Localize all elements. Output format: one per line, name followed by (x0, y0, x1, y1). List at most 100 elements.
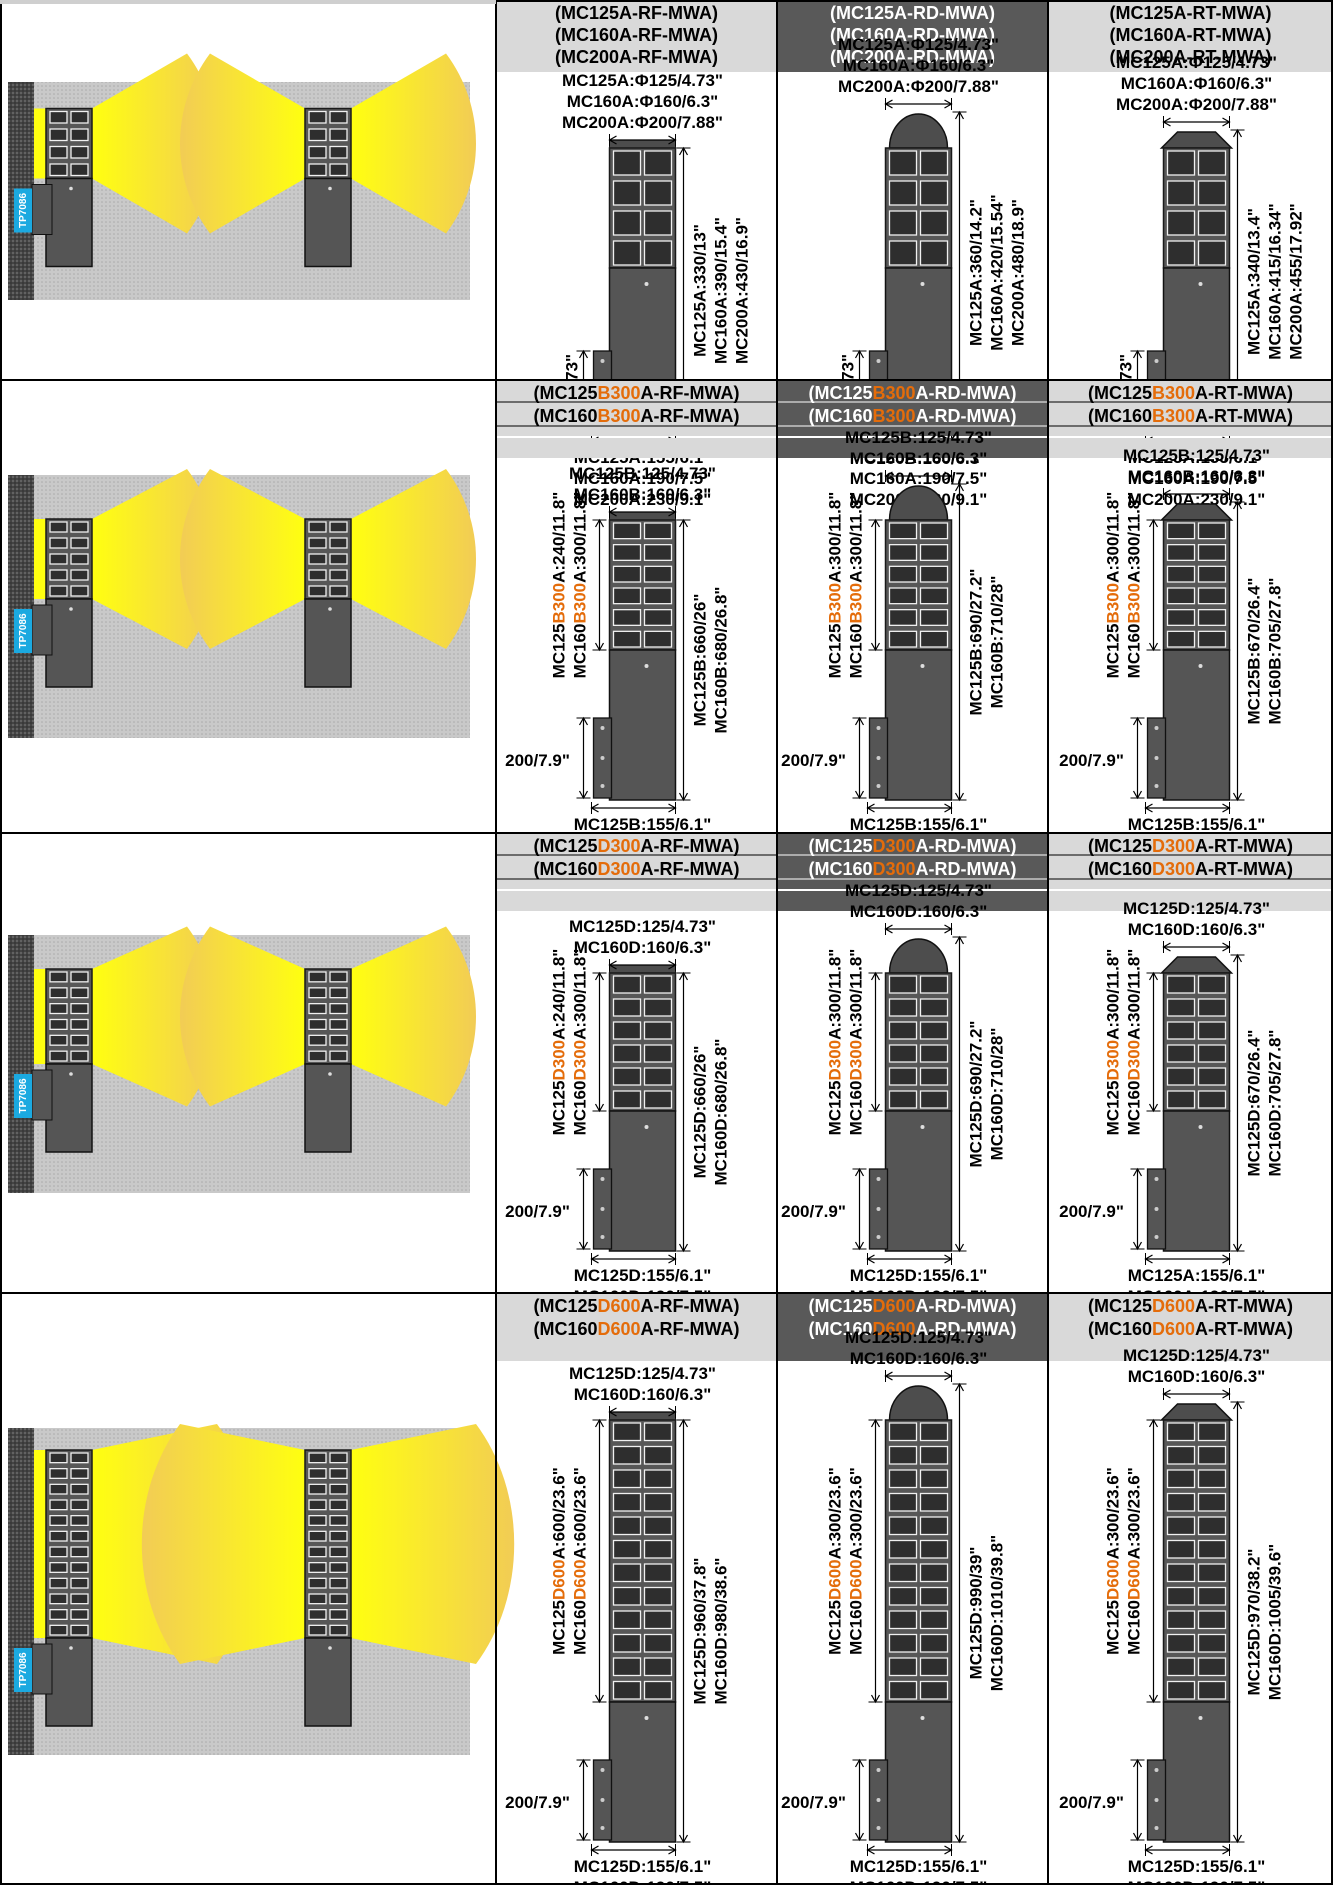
louver-slat (1166, 1469, 1196, 1489)
screw (644, 1716, 649, 1720)
overall-height-dimension: MC125D:660/26"MC160D:680/26.8" (676, 971, 731, 1253)
louver-slat (329, 1546, 348, 1558)
model-code: (MC160B300A-RT-MWA) (1088, 406, 1293, 426)
overall-height-dimension: MC125D:960/37.8"MC160D:980/38.6" (676, 1418, 731, 1844)
installation-scene: TP7086 (8, 926, 476, 1193)
louver-slat (308, 1609, 327, 1620)
highlight-code: B300 (1152, 383, 1195, 403)
screw (328, 186, 332, 191)
highlight-code: D300 (1152, 836, 1195, 856)
light-beam (351, 926, 476, 1107)
louver-slat (919, 1610, 949, 1630)
label-segment: A:300/11.8" (847, 949, 866, 1040)
louver-slat (1166, 522, 1196, 540)
fixture-body (45, 177, 93, 268)
dimension-label: MC160D:160/6.3" (850, 1349, 988, 1368)
louver-slat (49, 1468, 68, 1479)
label-segment: A-RD-MWA) (916, 383, 1017, 403)
screw (876, 1207, 881, 1211)
model-tag (14, 188, 32, 233)
dimension-label: MC160A:190/7.5" (574, 469, 712, 488)
louver-slat (888, 975, 918, 994)
wall-glow (34, 1450, 46, 1638)
wall (8, 475, 34, 738)
top-dimension: MC125A:Φ125/4.73"MC160A:Φ160/6.3"MC200A:… (562, 71, 723, 146)
dimension-label: MC125D:670/26.4" (1245, 1030, 1264, 1177)
flat-cap (609, 511, 676, 521)
highlight-code: D600 (598, 1296, 641, 1316)
label-segment: A:600/23.6" (550, 1467, 569, 1559)
louver-slat (1166, 998, 1196, 1017)
left-dimension: MC125B300A:300/11.8"MC160B300A:300/11.8"… (1059, 492, 1161, 800)
header-spacer (777, 438, 1048, 458)
label-segment: A-RF-MWA) (641, 406, 740, 426)
highlight-code: B300 (1152, 406, 1195, 426)
dimension-label: 200/7.9" (1059, 1202, 1124, 1221)
highlight-code: B300 (598, 406, 641, 426)
louver-slat (1166, 1633, 1196, 1653)
highlight-code: D600 (1152, 1296, 1195, 1316)
label-segment: (MC200A-RT-MWA) (1110, 47, 1272, 67)
highlight-code: D300 (826, 1040, 845, 1081)
dimension-label: MC125D600A:300/23.6" (1104, 1467, 1123, 1655)
label-segment: A-RD-MWA) (916, 1296, 1017, 1316)
dimension-label: MC200A:Φ200/7.88" (838, 77, 999, 96)
louver-slat (888, 1021, 918, 1040)
screw (920, 1125, 925, 1129)
model-codes: (MC125D600A-RF-MWA)(MC160D600A-RF-MWA) (533, 1296, 739, 1339)
louver-slat (1166, 1067, 1196, 1086)
label-segment: (MC125 (533, 1296, 597, 1316)
louver-slat (888, 522, 918, 540)
louver-slat (1197, 1563, 1227, 1583)
screw (600, 1235, 605, 1239)
louver-slat (49, 569, 68, 581)
spec-cell: (MC125D600A-RT-MWA)(MC160D600A-RT-MWA)MC… (1048, 1293, 1333, 1885)
louver-slat (612, 1469, 642, 1489)
highlight-code: D600 (1125, 1559, 1144, 1600)
highlight-code: D300 (550, 1040, 569, 1081)
highlight-code: D300 (1152, 859, 1195, 879)
louver-slat (1166, 975, 1196, 994)
louver-slat (70, 1515, 89, 1526)
louver-slat (643, 565, 673, 583)
model-header-band (777, 0, 1048, 72)
label-segment: MC125 (826, 624, 845, 679)
screw (876, 784, 881, 788)
label-segment: A-RT-MWA) (1195, 383, 1293, 403)
label-segment: A:300/11.8" (1104, 492, 1123, 583)
dimension-label: MC125A:Φ125/4.73" (838, 35, 999, 54)
louver-slat (49, 1050, 68, 1062)
model-codes: (MC125D300A-RF-MWA)(MC160D300A-RF-MWA) (533, 836, 739, 879)
bottom-dimension: MC125D:155/6.1"MC160D:190/7.5" (1128, 1844, 1265, 1885)
highlight-code: D300 (571, 1040, 590, 1081)
bollard-body (608, 1701, 677, 1843)
dimension-label: MC125D:660/26" (691, 1046, 710, 1179)
lamp-head (1162, 1419, 1231, 1703)
louver-slat (1197, 240, 1227, 266)
top-dimension: MC125A:Φ125/4.73"MC160A:Φ160/6.3"MC200A:… (838, 35, 999, 110)
dimension-label: MC125A:155/6.1" (1128, 1266, 1266, 1285)
louver-slat (1166, 1422, 1196, 1442)
louver-slat (643, 1469, 673, 1489)
louver-slat (643, 609, 673, 626)
left-dimension: MC125B300A:240/11.8"MC160B300A:300/11.8"… (505, 492, 607, 800)
label-segment: A-RF-MWA) (641, 859, 740, 879)
label-segment: A-RD-MWA) (916, 836, 1017, 856)
bollard-drawing (1146, 1403, 1234, 1843)
top-dimension: MC125D:125/4.73"MC160D:160/6.3" (845, 1328, 992, 1382)
louver-slat (1197, 1445, 1227, 1465)
label-segment: (MC125 (533, 836, 597, 856)
mount-bracket (31, 1069, 53, 1121)
screw (328, 1646, 332, 1650)
louver-slat (49, 1593, 68, 1605)
dimension-label: MC200A:430/16.9" (733, 217, 752, 364)
louver-slat (1166, 240, 1196, 266)
louver-slat (1166, 1492, 1196, 1512)
louver-slat (70, 553, 89, 565)
dimension-label: MC160D300A:300/11.8" (847, 949, 866, 1136)
dimension-label: MC160B300A:300/11.8" (571, 492, 590, 679)
louver-slat (1197, 1422, 1227, 1442)
louver-slat (308, 1562, 327, 1573)
light-beam (92, 926, 217, 1107)
